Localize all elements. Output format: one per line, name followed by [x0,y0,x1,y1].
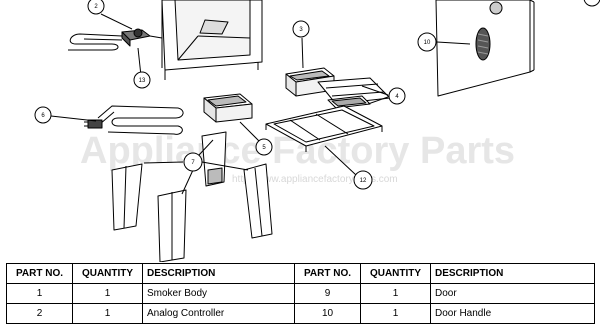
grill-rack [265,105,383,152]
quantity-cell: 1 [72,283,143,304]
description-cell: Door [430,283,595,304]
callout-13: 13 [133,71,151,89]
svg-text:2: 2 [94,4,98,10]
callout-5: 5 [255,138,273,156]
svg-text:10: 10 [424,40,431,46]
diagram-svg: Appliance Factory Parts http://www.appli… [34,0,600,262]
quantity-cell: 1 [360,283,431,304]
callout-6: 6 [34,106,52,124]
svg-text:13: 13 [139,78,146,84]
wood-chip-tray [203,93,253,123]
header-description: DESCRIPTION [142,263,295,284]
quantity-cell: 1 [72,303,143,324]
header-quantity: QUANTITY [72,263,143,284]
callout-4: 4 [388,87,406,105]
callout-7: 7 [183,152,203,172]
header-part-no: PART NO. [6,263,73,284]
watermark-url: http://www.appliancefactoryparts.com [232,174,398,185]
svg-text:5: 5 [262,145,266,151]
analog-controller [68,28,163,51]
callout-partial [583,0,600,7]
svg-text:7: 7 [191,160,195,166]
cooking-racks [317,77,391,109]
callout-12: 12 [353,170,373,190]
quantity-cell: 1 [360,303,431,324]
part-no-cell: 9 [294,283,361,304]
header-description: DESCRIPTION [430,263,595,284]
smoker-body [161,0,263,80]
table-row: 2 1 Analog Controller 10 1 Door Handle [6,303,595,324]
svg-text:4: 4 [395,94,399,100]
svg-text:12: 12 [360,178,367,184]
door-handle [475,27,491,61]
table-header-row: PART NO. QUANTITY DESCRIPTION PART NO. Q… [6,263,595,284]
svg-text:3: 3 [299,27,303,33]
part-no-cell: 10 [294,303,361,324]
header-quantity: QUANTITY [360,263,431,284]
description-cell: Smoker Body [142,283,295,304]
part-no-cell: 2 [6,303,73,324]
description-cell: Analog Controller [142,303,295,324]
callout-10: 10 [417,32,437,52]
svg-text:6: 6 [41,113,45,119]
part-no-cell: 1 [6,283,73,304]
callout-2: 2 [87,0,105,15]
callout-3: 3 [292,20,310,38]
heating-element [84,105,184,135]
description-cell: Door Handle [430,303,595,324]
exploded-parts-diagram: Appliance Factory Parts http://www.appli… [34,0,600,262]
table-row: 1 1 Smoker Body 9 1 Door [6,283,595,304]
header-part-no: PART NO. [294,263,361,284]
